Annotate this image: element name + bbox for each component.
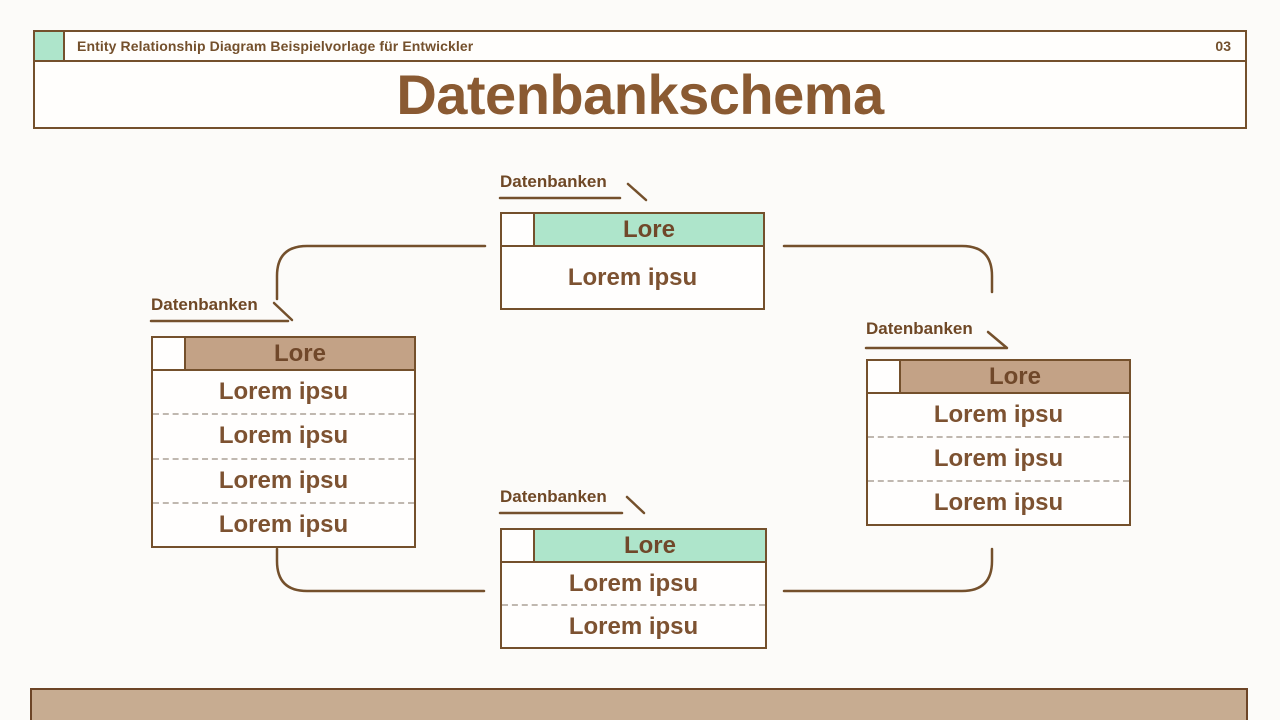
entity-title-bottom: Lore	[535, 530, 765, 561]
kicker-text: Entity Relationship Diagram Beispielvorl…	[77, 38, 474, 54]
connector-top-right	[782, 244, 994, 294]
entity-title-right: Lore	[901, 361, 1129, 392]
entity-row: Lorem ipsu	[568, 569, 699, 597]
entity-label-right: Datenbanken	[866, 319, 973, 338]
entity-title-top: Lore	[535, 214, 763, 245]
label-tick-bottom	[625, 495, 646, 515]
entity-header-left: Lore	[153, 338, 414, 371]
connector-bottom-left	[275, 547, 486, 593]
entity-box-left: Lore Lorem ipsu Lorem ipsu Lorem ipsu Lo…	[151, 336, 416, 548]
entity-key-cell	[153, 338, 186, 369]
entity-row: Lorem ipsu	[567, 263, 698, 291]
entity-title-left: Lore	[186, 338, 414, 369]
entity-row: Lorem ipsu	[868, 436, 1129, 480]
entity-key-cell	[502, 530, 535, 561]
title-zone: Datenbankschema	[35, 62, 1245, 127]
entity-row: Lorem ipsu	[153, 501, 414, 546]
entity-key-cell	[502, 214, 535, 245]
entity-header-bottom: Lore	[502, 530, 765, 563]
entity-header-right: Lore	[868, 361, 1129, 394]
entity-box-right: Lore Lorem ipsu Lorem ipsu Lorem ipsu	[866, 359, 1131, 526]
entity-rows-right: Lorem ipsu Lorem ipsu Lorem ipsu	[868, 394, 1129, 524]
entity-row: Lorem ipsu	[933, 401, 1064, 428]
entity-row: Lorem ipsu	[218, 378, 349, 406]
slide-header-box: Entity Relationship Diagram Beispielvorl…	[33, 30, 1247, 129]
entity-label-bottom: Datenbanken	[500, 487, 607, 506]
entity-label-left: Datenbanken	[151, 295, 258, 314]
entity-header-top: Lore	[502, 214, 763, 247]
entity-box-top: Lore Lorem ipsu	[500, 212, 765, 310]
page-number: 03	[1215, 38, 1231, 54]
entity-rows-top: Lorem ipsu	[502, 247, 763, 308]
entity-row: Lorem ipsu	[153, 457, 414, 502]
slide-title: Datenbankschema	[396, 63, 884, 126]
label-tick-top	[626, 182, 648, 202]
bottom-bar	[30, 688, 1248, 720]
entity-label-top: Datenbanken	[500, 172, 607, 191]
header-strip: Entity Relationship Diagram Beispielvorl…	[35, 32, 1245, 62]
entity-row: Lorem ipsu	[153, 413, 414, 457]
label-tick-left	[272, 301, 294, 322]
connector-top-left	[275, 244, 487, 301]
entity-key-cell	[868, 361, 901, 392]
entity-row: Lorem ipsu	[502, 604, 765, 647]
entity-rows-left: Lorem ipsu Lorem ipsu Lorem ipsu Lorem i…	[153, 371, 414, 546]
connector-bottom-right	[782, 547, 994, 593]
entity-row: Lorem ipsu	[868, 480, 1129, 524]
accent-square	[35, 32, 65, 60]
entity-box-bottom: Lore Lorem ipsu Lorem ipsu	[500, 528, 767, 649]
entity-rows-bottom: Lorem ipsu Lorem ipsu	[502, 563, 765, 647]
label-tick-right	[986, 330, 1009, 350]
